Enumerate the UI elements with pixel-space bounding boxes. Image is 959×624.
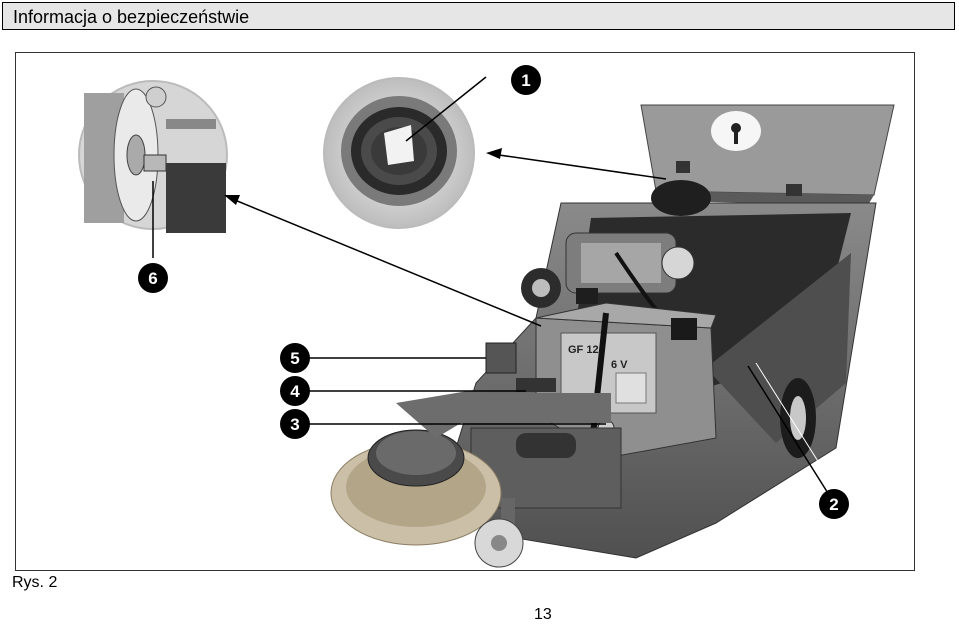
sweeper-illustration: GF 12 6 V: [78, 65, 895, 568]
zoom-detail-6: [78, 80, 228, 233]
figure-frame: GF 12 6 V: [15, 52, 915, 571]
battery-label-model: GF 12: [568, 344, 599, 356]
motor-assembly: [521, 232, 695, 335]
callout-6: 6: [138, 263, 168, 293]
callout-1: 1: [511, 65, 541, 95]
callout-5: 5: [280, 343, 310, 373]
header-bar: Informacja o bezpieczeństwie: [2, 2, 955, 30]
callout-3: 3: [280, 409, 310, 439]
zoom-detail-1: [323, 76, 487, 229]
front-wheel: [474, 498, 524, 568]
callout-2-label: 2: [829, 495, 838, 514]
callout-1-label: 1: [521, 71, 530, 90]
callout-6-label: 6: [148, 269, 157, 288]
page-number: 13: [534, 606, 552, 623]
side-brush: [330, 388, 502, 546]
figure-caption: Rys. 2: [12, 574, 58, 591]
callout-2: 2: [819, 489, 849, 519]
battery-label-voltage: 6 V: [611, 359, 628, 371]
callout-4-label: 4: [290, 382, 300, 401]
pointer-arrows: [152, 148, 839, 499]
page-title: Informacja o bezpieczeństwie: [13, 7, 250, 27]
opened-lid: [640, 104, 895, 205]
callout-5-label: 5: [290, 349, 299, 368]
callout-4: 4: [280, 376, 310, 406]
callout-3-label: 3: [290, 415, 299, 434]
